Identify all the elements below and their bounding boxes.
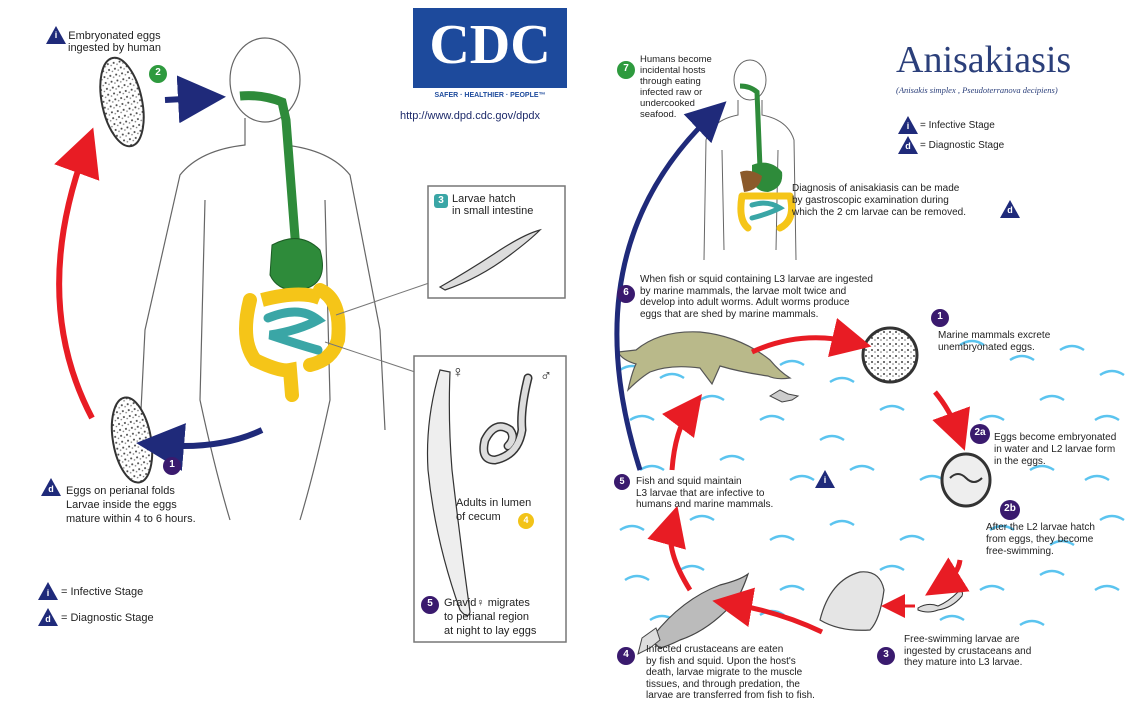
male-symbol: ♂ bbox=[540, 368, 552, 386]
left-step-5-num: 5 bbox=[423, 598, 437, 609]
right-legend-infective: = Infective Stage bbox=[920, 120, 995, 132]
left-step-5-label: Gravid♀ migrates to perianal region at n… bbox=[444, 596, 536, 638]
diagnosis-text: Diagnosis of anisakiasis can be made by … bbox=[792, 183, 966, 219]
left-step-3-num: 3 bbox=[434, 195, 448, 206]
right-step-5-label: Fish and squid maintain L3 larvae that a… bbox=[636, 476, 773, 511]
right-step-5-i-letter: i bbox=[821, 475, 829, 485]
arrow-embryonated-to-free bbox=[942, 560, 960, 585]
dolphin bbox=[618, 332, 790, 390]
left-step-1-label: Eggs on perianal folds Larvae inside the… bbox=[66, 484, 196, 526]
free-larva bbox=[918, 592, 963, 613]
right-step-7-label: Humans become incidental hosts through e… bbox=[640, 54, 712, 120]
right-title: Anisakiasis bbox=[896, 38, 1071, 82]
cdc-url: http://www.dpd.cdc.gov/dpdx bbox=[400, 110, 540, 122]
right-egg-embryonated bbox=[942, 454, 990, 506]
right-step-3-label: Free-swimming larvae are ingested by cru… bbox=[904, 634, 1031, 669]
left-legend-diagnostic: = Diagnostic Stage bbox=[61, 612, 154, 624]
right-legend-d-letter: d bbox=[904, 141, 912, 151]
left-blue-arrow-bottom bbox=[160, 430, 262, 446]
cdc-logo-text: CDC bbox=[418, 10, 562, 80]
right-step-1-label: Marine mammals excrete unembryonated egg… bbox=[938, 330, 1050, 354]
right-egg-unembryonated bbox=[863, 328, 917, 382]
left-legend-d-letter: d bbox=[44, 614, 52, 624]
right-step-2b-label: After the L2 larvae hatch from eggs, the… bbox=[986, 522, 1095, 558]
right-step-5-num: 5 bbox=[615, 476, 629, 486]
left-egg-top bbox=[93, 54, 151, 150]
arrow-up-to-dolphin bbox=[672, 410, 690, 470]
cdc-tagline: SAFER · HEALTHIER · PEOPLE™ bbox=[413, 92, 567, 99]
small-squid bbox=[770, 390, 798, 402]
left-blue-arrow-top bbox=[165, 98, 202, 100]
left-egg-bottom bbox=[106, 394, 158, 485]
female-symbol: ♀ bbox=[452, 364, 464, 382]
left-red-arrow bbox=[59, 150, 92, 418]
diagnosis-d-letter: d bbox=[1006, 205, 1014, 215]
fish bbox=[650, 574, 748, 648]
left-step-1-num: 1 bbox=[165, 459, 179, 470]
right-step-2b-num: 2b bbox=[1000, 503, 1020, 514]
right-step-7-num: 7 bbox=[619, 63, 633, 74]
left-step-4-num: 4 bbox=[519, 515, 533, 525]
right-digestive-tract bbox=[740, 86, 792, 228]
right-step-4-num: 4 bbox=[619, 649, 633, 660]
arrow-crustacean-to-fish bbox=[732, 604, 822, 632]
right-step-2a-num: 2a bbox=[970, 427, 990, 438]
left-badge-d-label: d bbox=[47, 484, 55, 494]
right-subtitle: (Anisakis simplex , Pseudoterranova deci… bbox=[896, 85, 1058, 95]
right-step-3-num: 3 bbox=[879, 649, 893, 660]
left-connector-larvae bbox=[336, 282, 432, 315]
left-step-2-label: Embryonated eggs ingested by human bbox=[68, 30, 161, 54]
left-connector-adults bbox=[325, 342, 415, 372]
left-step-2-num: 2 bbox=[151, 67, 165, 78]
right-step-1-num: 1 bbox=[933, 311, 947, 322]
arrow-fish-up bbox=[670, 525, 690, 590]
right-step-6-num: 6 bbox=[619, 287, 633, 298]
left-step-3-label: Larvae hatch in small intestine bbox=[452, 193, 533, 217]
left-legend-i-letter: i bbox=[44, 588, 52, 598]
left-digestive-tract bbox=[240, 96, 339, 395]
left-badge-i-label: i bbox=[52, 30, 60, 40]
arrow-egg-to-embryonated bbox=[935, 392, 958, 432]
right-step-6-label: When fish or squid containing L3 larvae … bbox=[640, 274, 873, 320]
arrow-dolphin-to-egg bbox=[752, 338, 852, 352]
right-step-2a-label: Eggs become embryonated in water and L2 … bbox=[994, 432, 1116, 468]
left-legend-infective: = Infective Stage bbox=[61, 586, 143, 598]
right-legend-diagnostic: = Diagnostic Stage bbox=[920, 140, 1004, 152]
crustacean bbox=[820, 572, 884, 630]
right-legend-i-letter: i bbox=[904, 121, 912, 131]
right-step-4-label: Infected crustaceans are eaten by fish a… bbox=[646, 644, 815, 702]
